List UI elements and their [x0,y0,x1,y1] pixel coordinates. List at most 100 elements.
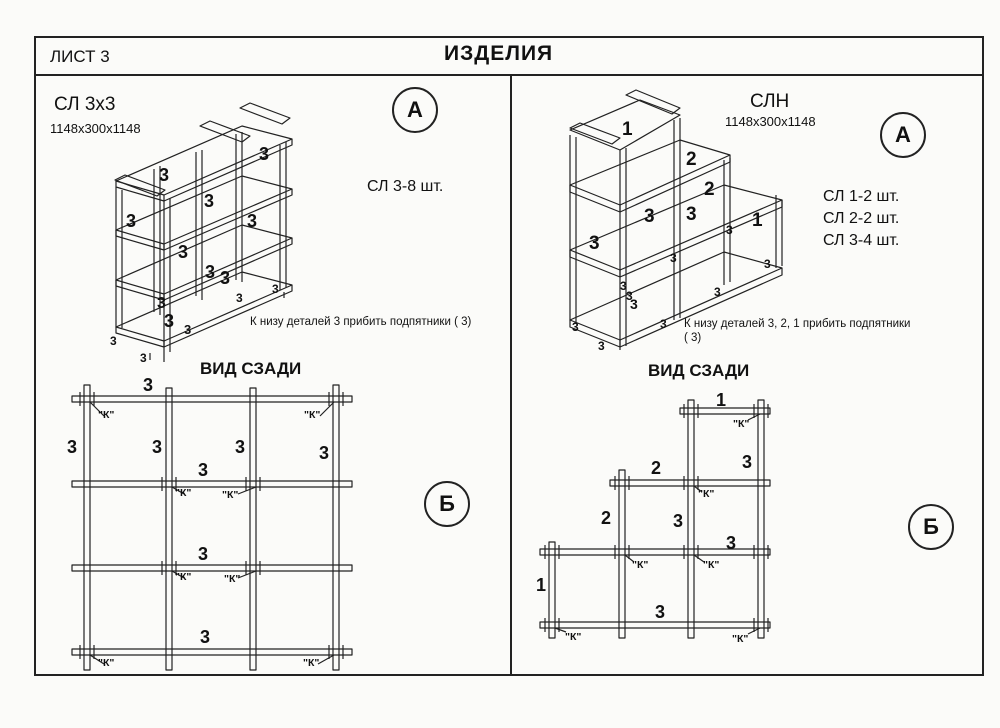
right-iso-part-label: 3 [714,285,721,299]
left-rear-part-label: 3 [152,437,162,457]
left-rear-view-title: ВИД СЗАДИ [200,359,302,378]
right-shelf-isometric [569,89,783,350]
right-iso-edge-bottom [569,268,783,348]
right-rear-part-label: 3 [655,602,665,622]
right-iso-top-rail-1 [625,89,681,115]
left-iso-part-label: 3 [236,291,243,305]
left-iso-part-label: 3 [157,295,166,312]
left-iso-post-6 [279,142,287,290]
left-model-name: СЛ 3х3 [54,94,116,115]
left-shelf-isometric [114,102,293,362]
left-iso-top-rail-1 [239,102,291,125]
right-rear-post-2 [757,399,765,639]
left-assembly-note: К низу деталей 3 прибить подпятники ( 3) [250,316,472,328]
left-rear-view-grid [71,384,353,671]
left-iso-top-rail-3 [114,174,166,197]
left-iso-part-label: 3 [247,211,257,231]
right-rear-part-label: 1 [716,390,726,410]
right-connector-label: "К" [732,633,748,645]
right-quantity-1: СЛ 1-2 шт. [823,188,900,205]
left-iso-part-label: 3 [205,262,215,282]
left-iso-part-label: 3 [184,322,191,337]
right-iso-part-label: 3 [626,289,633,303]
right-rear-board-3 [539,548,771,556]
right-rear-part-label: 2 [651,458,661,478]
right-iso-part-label: 3 [670,251,677,265]
right-rear-part-label: 1 [536,575,546,595]
right-iso-board-bottom [569,251,783,341]
left-rear-post-3 [249,387,257,671]
right-iso-edge-2 [569,200,783,278]
right-iso-top-rail-2 [569,122,621,145]
left-connector-label: "К" [175,487,191,499]
page-title: ИЗДЕЛИЯ [444,42,554,65]
left-iso-board-edge-top [115,139,293,202]
right-connector-label: "К" [632,559,648,571]
right-iso-part-label: 1 [622,119,633,140]
left-view-b-marker: Б [424,481,470,527]
left-connector-label: "К" [98,657,114,669]
left-rear-post-2 [165,387,173,671]
right-iso-part-label: 3 [726,223,733,237]
left-rear-part-label: 3 [319,443,329,463]
right-connector-label: "К" [565,631,581,643]
right-model-name: СЛН [750,91,790,112]
right-rear-part-label: 3 [673,511,683,531]
left-rear-post-4 [332,384,340,671]
left-quantity: СЛ 3-8 шт. [367,178,444,195]
right-iso-part-label: 3 [644,206,655,227]
sheet-number: ЛИСТ 3 [50,47,110,66]
right-iso-part-label: 2 [686,149,697,170]
right-rear-post-3 [618,469,626,639]
left-iso-post-3 [195,150,203,300]
left-iso-part-label: 3 [272,282,279,296]
left-iso-feet [149,292,285,362]
right-view-b-marker: Б [908,504,954,550]
right-assembly-note: К низу деталей 3, 2, 1 прибить подпятник… [684,318,911,330]
right-quantity-3: СЛ 3-4 шт. [823,232,900,249]
drawing-sheet-frame [34,36,984,676]
left-iso-part-label: 3 [259,144,269,164]
left-rear-board-2 [71,480,353,488]
left-view-a-marker: А [392,87,438,133]
left-iso-part-label: 3 [140,351,147,365]
left-rear-post-1 [83,384,91,671]
right-rear-joint-marks [544,404,769,632]
left-iso-board-2 [115,224,293,295]
center-divider [510,74,512,676]
right-iso-part-label: 1 [752,210,763,231]
right-iso-post-3 [673,118,681,320]
right-iso-part-label: 3 [598,339,605,353]
right-connector-label: "К" [733,418,749,430]
right-iso-part-label: 3 [589,233,600,254]
left-iso-part-label: 3 [220,268,230,288]
right-assembly-note-cont: ( 3) [684,332,702,344]
right-iso-part-label: 3 [686,204,697,225]
right-iso-part-label: 2 [704,179,715,200]
left-rear-connector-leaders [89,401,335,665]
right-connector-label: "К" [703,559,719,571]
left-connector-label: "К" [222,489,238,501]
left-rear-board-3 [71,564,353,572]
right-iso-part-label: 3 [764,257,771,271]
left-rear-board-1 [71,395,353,403]
right-iso-board-top [569,99,681,151]
left-iso-top-rail-2 [199,120,251,143]
right-iso-post-5 [775,195,783,268]
right-rear-part-label: 3 [726,533,736,553]
left-rear-part-label: 3 [67,437,77,457]
right-rear-view-title: ВИД СЗАДИ [648,361,750,380]
right-iso-post-1 [569,135,577,322]
left-iso-post-1 [115,187,123,328]
left-iso-part-label: 3 [204,191,214,211]
left-rear-part-label: 3 [198,544,208,564]
right-rear-board-top [679,407,771,415]
left-iso-part-label: 3 [126,211,136,231]
left-rear-part-label: 3 [143,375,153,395]
left-connector-label: "К" [175,571,191,583]
right-iso-part-label: 3 [572,320,579,334]
right-iso-part-label: 3 [620,279,627,293]
left-rear-part-label: 3 [200,627,210,647]
right-view-a-marker: А [880,112,926,158]
